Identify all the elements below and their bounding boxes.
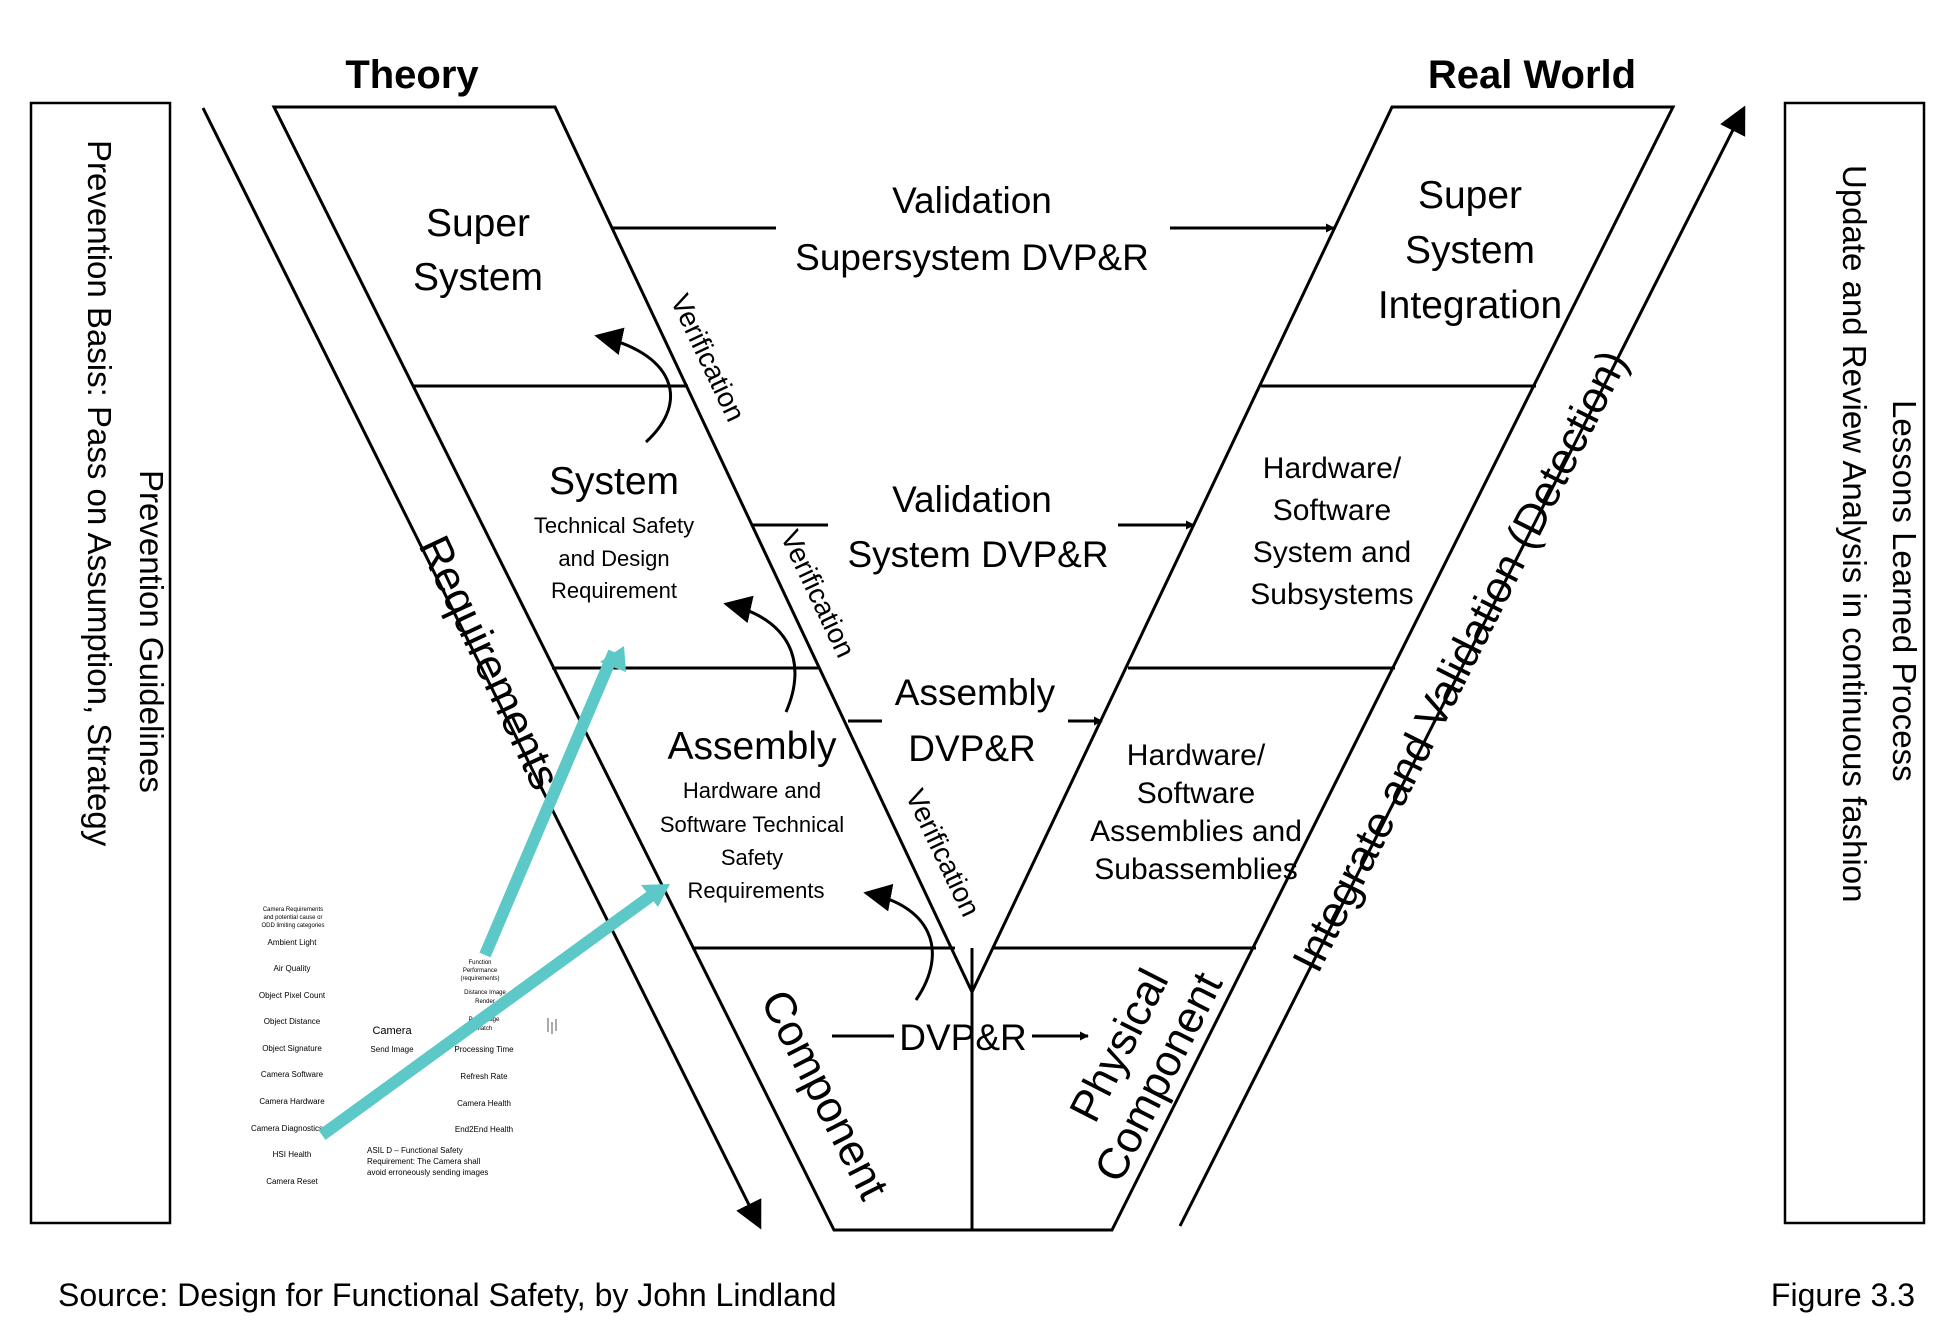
assembly-detail-1: Hardware and xyxy=(683,778,821,803)
inset-asil-note-1: ASIL D – Functional Safety xyxy=(367,1146,463,1155)
super-system-label-1: Super xyxy=(426,202,530,245)
assembly-detail-2: Software Technical xyxy=(660,812,844,837)
system-detail-1: Technical Safety xyxy=(534,513,694,538)
system-detail-2: and Design xyxy=(558,546,669,571)
traceability-arrow-to-assembly xyxy=(318,888,659,1140)
hw-sw-assembly-2: Software xyxy=(1137,777,1255,810)
right-side-text-1: Update and Review Analysis in continuous… xyxy=(1836,165,1873,902)
super-system-label-2: System xyxy=(413,256,543,299)
hw-sw-system-2: Software xyxy=(1273,494,1391,527)
super-system-integration-2: System xyxy=(1405,229,1535,272)
hw-sw-system-4: Subsystems xyxy=(1250,578,1413,611)
left-side-text-2: Prevention Guidelines xyxy=(133,470,170,793)
inset-header-1: Camera Requirements xyxy=(263,907,323,913)
inset-func-header-1: Function xyxy=(468,960,491,966)
left-side-text-1: Prevention Basis: Pass on Assumption, St… xyxy=(81,140,118,847)
hw-sw-assembly-4: Subassemblies xyxy=(1094,853,1297,886)
inset-category: Camera Software xyxy=(261,1070,324,1079)
system-title: System xyxy=(549,460,679,503)
validation-supersystem-1: Validation xyxy=(892,180,1052,221)
validation-component: DVP&R xyxy=(899,1017,1026,1058)
verification-arrow-2 xyxy=(723,595,797,713)
inset-func-item: Match xyxy=(476,1026,492,1032)
traceability-arrowhead-assembly xyxy=(641,884,670,907)
validation-supersystem-2: Supersystem DVP&R xyxy=(795,237,1149,278)
requirements-arrow xyxy=(201,107,762,1230)
real-world-header: Real World xyxy=(1428,53,1636,97)
inset-category: Camera Hardware xyxy=(259,1097,325,1106)
validation-system-1: Validation xyxy=(892,479,1052,520)
requirements-label: Requirements xyxy=(409,528,570,797)
super-system-integration-3: Integration xyxy=(1378,284,1562,327)
inset-asil-note-2: Requirement: The Camera shall xyxy=(367,1157,480,1166)
verification-label-1: Verification xyxy=(665,289,752,426)
integrate-validation-label: Integrate and Validation (Detection) xyxy=(1283,342,1637,979)
inset-tick-marks-icon xyxy=(547,1018,557,1034)
inset-category: Object Distance xyxy=(264,1017,321,1026)
inset-func-item: Camera Health xyxy=(457,1099,511,1108)
traceability-arrow-to-system xyxy=(479,649,620,958)
assembly-detail-3: Safety xyxy=(721,845,783,870)
hw-sw-system-3: System and xyxy=(1253,536,1411,569)
inset-func-header-2: Performance xyxy=(463,968,498,974)
inset-category: Air Quality xyxy=(274,964,311,973)
camera-requirements-inset: Camera Requirements and potential cause … xyxy=(251,907,557,1186)
inset-camera-item: Send Image xyxy=(370,1045,414,1054)
right-side-text-2: Lessons Learned Process xyxy=(1886,400,1923,782)
inset-category: Ambient Light xyxy=(268,938,318,947)
hw-sw-assembly-1: Hardware/ xyxy=(1127,739,1266,772)
assembly-detail-4: Requirements xyxy=(688,878,825,903)
inset-camera-label: Camera xyxy=(372,1025,412,1037)
v-shape xyxy=(271,105,1676,1232)
inset-header-2: and potential cause or xyxy=(263,915,322,921)
source-caption: Source: Design for Functional Safety, by… xyxy=(58,1277,837,1313)
validation-system-2: System DVP&R xyxy=(847,534,1108,575)
inset-func-item: Processing Time xyxy=(454,1045,514,1054)
validation-assembly-2: DVP&R xyxy=(908,728,1035,769)
assembly-title: Assembly xyxy=(667,725,837,768)
inset-header-3: ODD limiting categories xyxy=(261,923,324,929)
inset-category: Camera Diagnostics xyxy=(251,1124,323,1133)
system-detail-3: Requirement xyxy=(551,578,677,603)
traceability-arrowhead-system xyxy=(600,646,626,672)
inset-category: Object Signature xyxy=(262,1044,322,1053)
hw-sw-system-1: Hardware/ xyxy=(1263,452,1402,485)
inset-func-item: Refresh Rate xyxy=(460,1072,508,1081)
inset-category: Object Pixel Count xyxy=(259,991,326,1000)
super-system-integration-1: Super xyxy=(1418,174,1522,217)
inset-asil-note-3: avoid erroneously sending images xyxy=(367,1168,488,1177)
integrate-validation-arrow xyxy=(1178,105,1746,1227)
inset-func-item: Render xyxy=(475,999,495,1005)
inset-category: Camera Reset xyxy=(266,1177,318,1186)
inset-category: HSI Health xyxy=(273,1150,312,1159)
hw-sw-assembly-3: Assemblies and xyxy=(1090,815,1302,848)
inset-func-item: End2End Health xyxy=(455,1125,513,1134)
left-side-box xyxy=(29,101,172,1225)
component-label: Component xyxy=(751,982,898,1207)
validation-assembly-1: Assembly xyxy=(895,672,1056,713)
verification-arrow-1 xyxy=(594,327,673,444)
verification-label-3: Verification xyxy=(900,784,987,921)
figure-caption: Figure 3.3 xyxy=(1771,1277,1915,1313)
inset-func-item: Distance Image xyxy=(464,990,506,996)
right-side-box xyxy=(1783,101,1926,1225)
inset-func-header-3: (requirements) xyxy=(460,976,499,982)
verification-arrow-3 xyxy=(863,883,934,1001)
theory-header: Theory xyxy=(345,53,479,97)
